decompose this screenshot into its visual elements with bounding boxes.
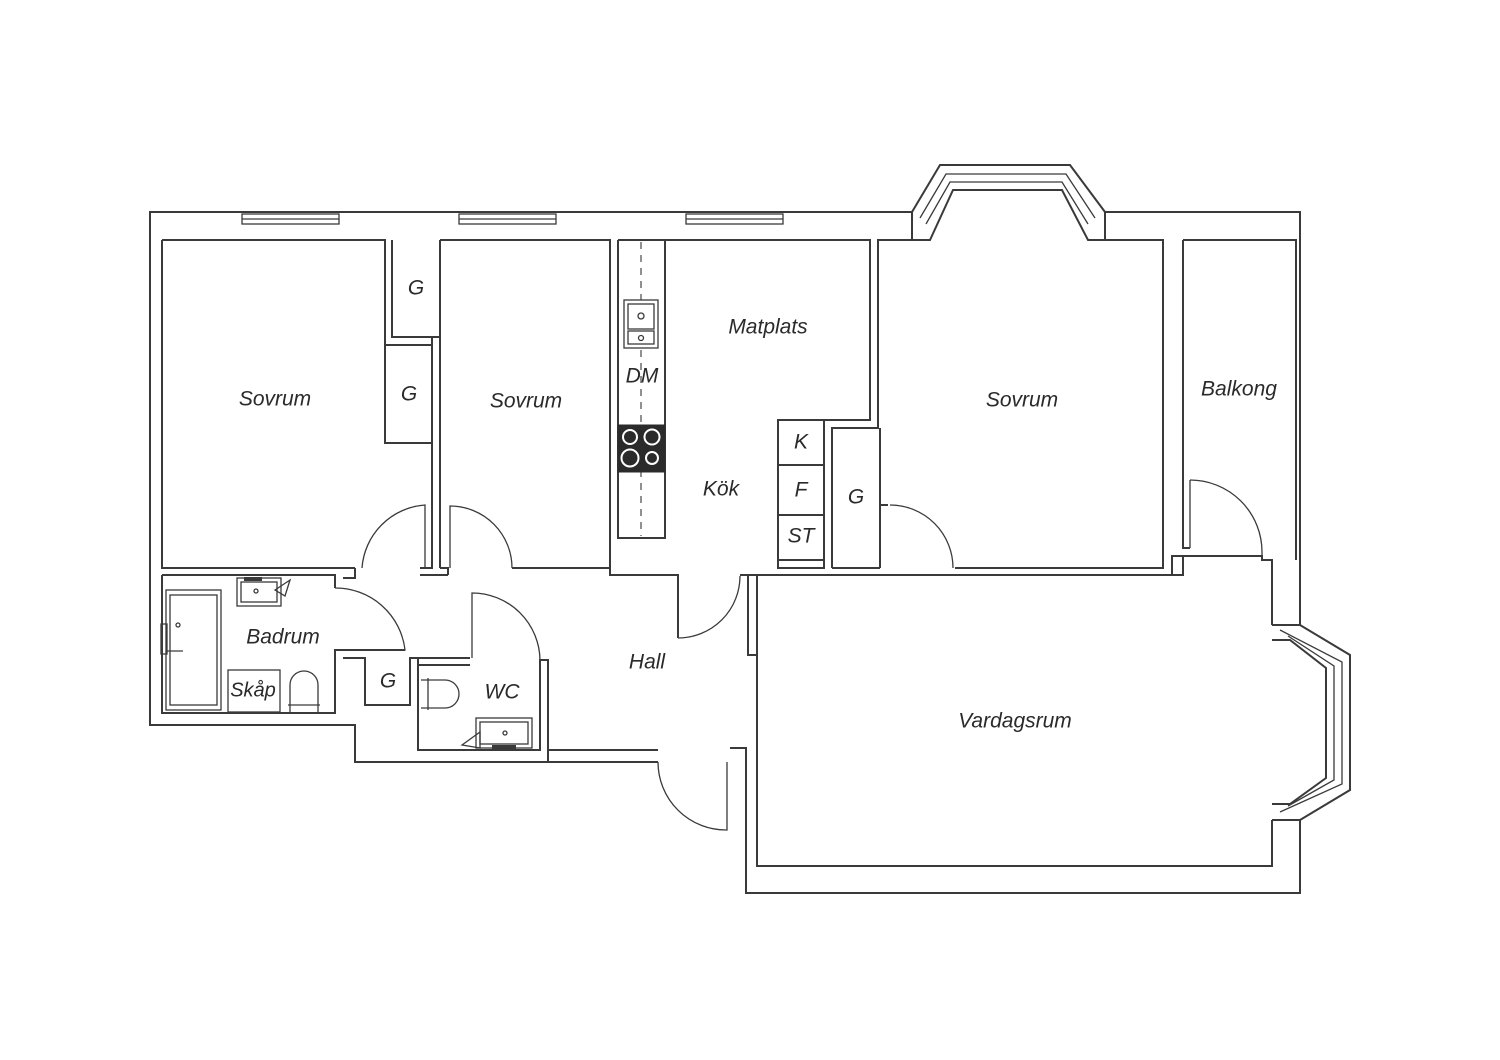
label-closet-2: G bbox=[401, 383, 417, 406]
doors bbox=[334, 479, 1263, 831]
interior-walls bbox=[161, 239, 1273, 867]
toilet-icon bbox=[288, 670, 320, 712]
wc-fixtures bbox=[421, 678, 533, 749]
windows-top bbox=[241, 213, 784, 225]
label-skap: Skåp bbox=[230, 679, 276, 701]
label-f: F bbox=[795, 479, 809, 502]
label-st: ST bbox=[788, 525, 817, 548]
bay-window-right bbox=[1272, 624, 1351, 821]
label-sovrum-3: Sovrum bbox=[986, 389, 1058, 412]
label-dm: DM bbox=[626, 365, 659, 388]
label-closet-1: G bbox=[408, 277, 424, 300]
label-vardagsrum: Vardagsrum bbox=[958, 710, 1072, 733]
label-closet-4: G bbox=[380, 670, 396, 693]
sink-icon bbox=[623, 299, 659, 349]
label-balkong: Balkong bbox=[1201, 378, 1277, 401]
outer-walls bbox=[149, 211, 1301, 894]
bathroom-fixtures bbox=[160, 577, 320, 713]
label-badrum: Badrum bbox=[246, 626, 320, 649]
label-matplats: Matplats bbox=[728, 316, 808, 339]
label-closet-3: G bbox=[848, 486, 864, 509]
cabinet-icon bbox=[227, 669, 281, 713]
bathtub-icon bbox=[160, 589, 222, 711]
bay-window-top bbox=[911, 164, 1106, 241]
label-k: K bbox=[794, 431, 809, 454]
washbasin-icon bbox=[460, 717, 533, 749]
toilet-icon bbox=[421, 678, 460, 710]
stove-icon bbox=[617, 424, 666, 473]
room-labels: Sovrum Sovrum Sovrum Matplats Kök DM Bal… bbox=[230, 277, 1277, 733]
label-kok: Kök bbox=[703, 478, 741, 501]
label-sovrum-2: Sovrum bbox=[490, 390, 562, 413]
label-wc: WC bbox=[485, 681, 521, 704]
label-sovrum-1: Sovrum bbox=[239, 388, 311, 411]
label-hall: Hall bbox=[629, 651, 667, 674]
kitchen-fixtures bbox=[617, 242, 666, 536]
washbasin-icon bbox=[236, 577, 292, 607]
